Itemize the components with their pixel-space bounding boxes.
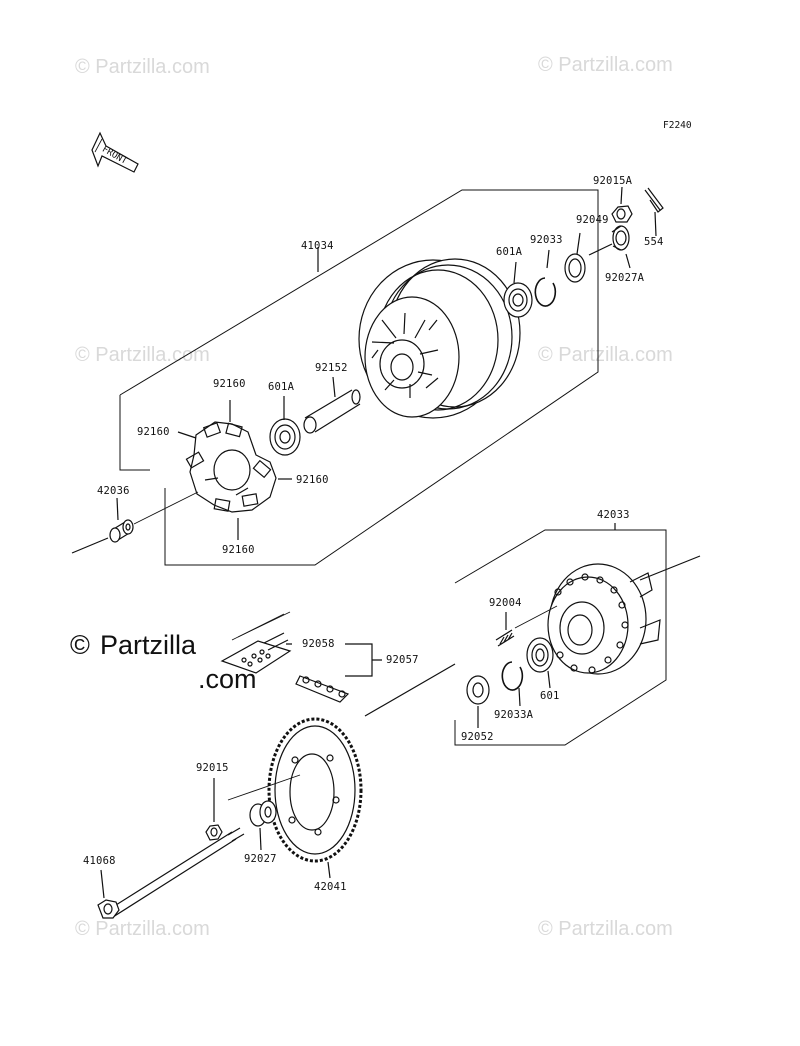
- sleeve-92152: [303, 389, 361, 434]
- cotter-pin-554: [644, 187, 664, 213]
- part-label-554[interactable]: 554: [644, 236, 664, 248]
- part-label-92160[interactable]: 92160: [296, 474, 329, 486]
- bearing-601A-top: [503, 282, 533, 318]
- watermark: © Partzilla.com: [538, 918, 673, 940]
- axle-41068: [97, 827, 245, 919]
- part-label-92015A[interactable]: 92015A: [593, 175, 633, 187]
- copyright-symbol: ©: [70, 630, 90, 660]
- diagram-code: F2240: [663, 120, 692, 131]
- watermark: © Partzilla.com: [538, 54, 673, 76]
- damper-92160: [185, 421, 277, 513]
- part-label-92027[interactable]: 92027: [244, 853, 277, 865]
- chain-92057: [295, 675, 350, 703]
- circlip-92033A: [501, 661, 524, 691]
- collar-42036: [109, 519, 134, 543]
- chain-joint-92058: [220, 611, 292, 674]
- rear-wheel-rim: [358, 258, 521, 419]
- nut-92015A: [611, 205, 633, 223]
- watermark: © Partzilla.com: [75, 918, 210, 940]
- sprocket-42041: [267, 717, 363, 863]
- collar-92027: [249, 800, 277, 827]
- part-label-42041[interactable]: 42041: [314, 881, 347, 893]
- seal-92049: [564, 253, 586, 283]
- watermark: © Partzilla.com: [75, 56, 210, 78]
- part-label-92004[interactable]: 92004: [489, 597, 522, 609]
- part-label-92033[interactable]: 92033: [530, 234, 563, 246]
- watermark-line-1: Partzilla: [100, 630, 197, 660]
- part-label-92015[interactable]: 92015: [196, 762, 229, 774]
- bearing-601A-mid: [269, 418, 301, 456]
- part-label-92058[interactable]: 92058: [302, 638, 335, 650]
- part-label-92057[interactable]: 92057: [386, 654, 419, 666]
- part-label-42036[interactable]: 42036: [97, 485, 130, 497]
- part-label-601A[interactable]: 601A: [268, 381, 295, 393]
- part-label-41034[interactable]: 41034: [301, 240, 334, 252]
- hub-group-outline: [454, 529, 667, 746]
- part-label-92160[interactable]: 92160: [137, 426, 170, 438]
- part-label-92027A[interactable]: 92027A: [605, 272, 645, 284]
- part-label-92033A[interactable]: 92033A: [494, 709, 534, 721]
- part-label-601A[interactable]: 601A: [496, 246, 523, 258]
- part-label-92052[interactable]: 92052: [461, 731, 494, 743]
- part-label-92160[interactable]: 92160: [222, 544, 255, 556]
- seal-92052: [466, 675, 490, 705]
- wheel-group-outline: [119, 189, 599, 566]
- part-label-42033[interactable]: 42033: [597, 509, 630, 521]
- part-label-92152[interactable]: 92152: [315, 362, 348, 374]
- stud-92004: [495, 629, 515, 647]
- coupling-hub-42033: [547, 563, 661, 675]
- watermark: © Partzilla.com: [538, 344, 673, 366]
- collar-92027A: [611, 225, 630, 251]
- part-label-92160[interactable]: 92160: [213, 378, 246, 390]
- bearing-601: [526, 637, 554, 673]
- part-label-601[interactable]: 601: [540, 690, 560, 702]
- nut-92015: [205, 824, 223, 841]
- part-label-92049[interactable]: 92049: [576, 214, 609, 226]
- circlip-92033: [534, 277, 557, 307]
- part-label-41068[interactable]: 41068: [83, 855, 116, 867]
- front-arrow-icon: [91, 131, 139, 173]
- watermark: © Partzilla.com: [75, 344, 210, 366]
